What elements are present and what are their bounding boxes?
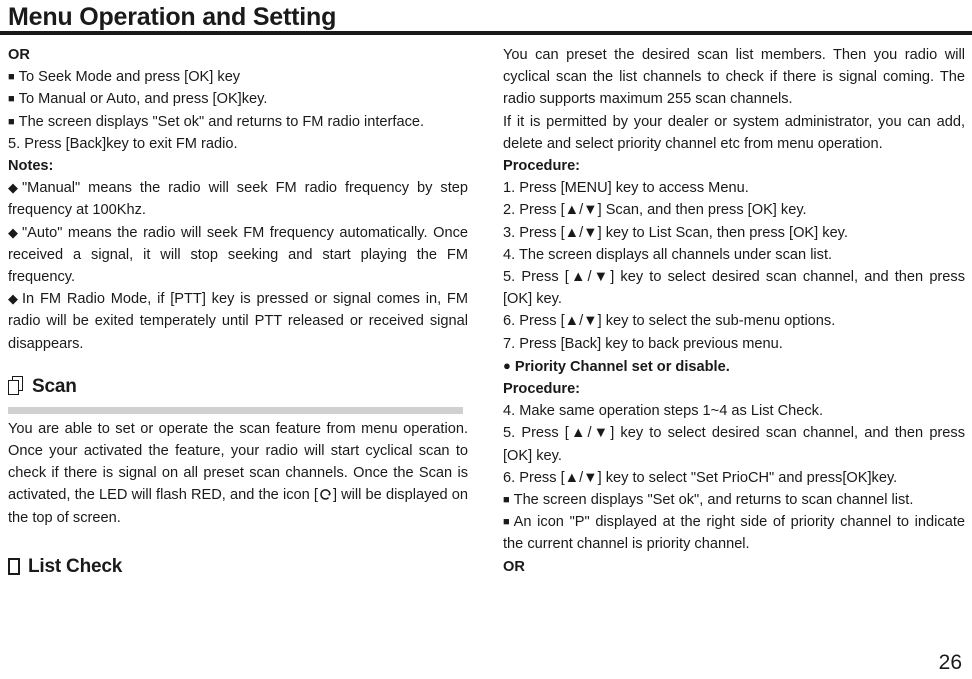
square-bullet-icon: ■ xyxy=(503,494,510,507)
dot-bullet-icon: ● xyxy=(503,357,511,373)
list-check-section-heading: List Check xyxy=(8,553,468,581)
note-text: "Manual" means the radio will seek FM ra… xyxy=(8,180,468,219)
step-line: 3. Press [▲/▼] key to List Scan, then pr… xyxy=(503,224,848,241)
scan-section-title: Scan xyxy=(32,375,77,397)
note-text: In FM Radio Mode, if [PTT] key is presse… xyxy=(8,291,468,352)
scan-body-part2: ] will be displayed on the top of screen… xyxy=(8,487,468,526)
scan-intro-paragraph-2: If it is permitted by your dealer or sys… xyxy=(503,113,965,152)
note-item: ◆"Manual" means the radio will seek FM r… xyxy=(8,177,468,221)
header-divider xyxy=(0,31,972,35)
scan-body-part1: You are able to set or operate the scan … xyxy=(8,420,468,504)
list-item-label: An icon "P" displayed at the right side … xyxy=(503,514,965,553)
procedure-label: Procedure: xyxy=(503,381,581,398)
page-icon xyxy=(8,557,21,576)
step-line: 2. Press [▲/▼] Scan, and then press [OK]… xyxy=(503,202,807,219)
step-line: 5. Press [▲/▼] key to select desired sca… xyxy=(503,269,965,308)
stacked-pages-icon xyxy=(8,376,25,397)
notes-label: Notes: xyxy=(8,158,54,175)
list-check-section: List Check xyxy=(8,553,468,581)
two-column-body: OR ■To Seek Mode and press [OK] key ■To … xyxy=(0,44,972,644)
square-bullet-icon: ■ xyxy=(8,115,15,128)
priority-channel-heading: ●Priority Channel set or disable. xyxy=(503,355,965,378)
step-line: 1. Press [MENU] key to access Menu. xyxy=(503,180,749,197)
square-bullet-icon: ■ xyxy=(8,71,15,84)
step-line: 4. Make same operation steps 1~4 as List… xyxy=(503,403,824,420)
list-check-section-title: List Check xyxy=(28,555,123,577)
scan-section: Scan You are able to set or operate the … xyxy=(8,373,468,529)
list-item-label: To Seek Mode and press [OK] key xyxy=(18,69,241,86)
note-text: "Auto" means the radio will seek FM freq… xyxy=(8,224,468,286)
scan-section-heading: Scan xyxy=(8,373,468,401)
or-label-left: OR xyxy=(8,47,30,63)
list-item: ■The screen displays "Set ok" and return… xyxy=(8,111,468,133)
cycle-arrow-icon xyxy=(319,486,332,501)
list-item-label: The screen displays "Set ok" and returns… xyxy=(18,113,425,130)
step-line: 5. Press [▲/▼] key to select desired sca… xyxy=(503,425,965,464)
scan-intro-paragraph: You can preset the desired scan list mem… xyxy=(503,47,965,108)
step-line: 6. Press [▲/▼] key to select "Set PrioCH… xyxy=(503,469,898,486)
scan-section-body: You are able to set or operate the scan … xyxy=(8,418,468,529)
list-item: ■The screen displays "Set ok", and retur… xyxy=(503,489,965,511)
procedure-label: Procedure: xyxy=(503,158,581,175)
square-bullet-icon: ■ xyxy=(8,93,15,106)
page-number: 26 xyxy=(938,651,962,674)
diamond-bullet-icon: ◆ xyxy=(8,180,18,196)
list-item-label: The screen displays "Set ok", and return… xyxy=(513,492,914,509)
page-title: Menu Operation and Setting xyxy=(8,3,337,31)
note-item: ◆In FM Radio Mode, if [PTT] key is press… xyxy=(8,288,468,355)
list-item: ■To Manual or Auto, and press [OK]key. xyxy=(8,88,468,110)
page-header: Menu Operation and Setting xyxy=(0,0,972,40)
left-column: OR ■To Seek Mode and press [OK] key ■To … xyxy=(8,44,468,581)
list-item: ■An icon "P" displayed at the right side… xyxy=(503,511,965,555)
or-label-right: OR xyxy=(503,558,525,575)
step-line: 7. Press [Back] key to back previous men… xyxy=(503,335,783,352)
step-line: 4. The screen displays all channels unde… xyxy=(503,246,833,263)
square-bullet-icon: ■ xyxy=(503,516,510,529)
step-line: 6. Press [▲/▼] key to select the sub-men… xyxy=(503,313,836,330)
priority-channel-label: Priority Channel set or disable. xyxy=(514,358,730,375)
list-item: ■To Seek Mode and press [OK] key xyxy=(8,66,468,88)
diamond-bullet-icon: ◆ xyxy=(8,224,18,240)
list-item-label: To Manual or Auto, and press [OK]key. xyxy=(18,91,268,108)
scan-section-divider xyxy=(8,406,463,414)
diamond-bullet-icon: ◆ xyxy=(8,291,18,307)
step-line: 5. Press [Back]key to exit FM radio. xyxy=(8,135,238,152)
right-column: You can preset the desired scan list mem… xyxy=(503,44,965,578)
note-item: ◆"Auto" means the radio will seek FM fre… xyxy=(8,222,468,289)
